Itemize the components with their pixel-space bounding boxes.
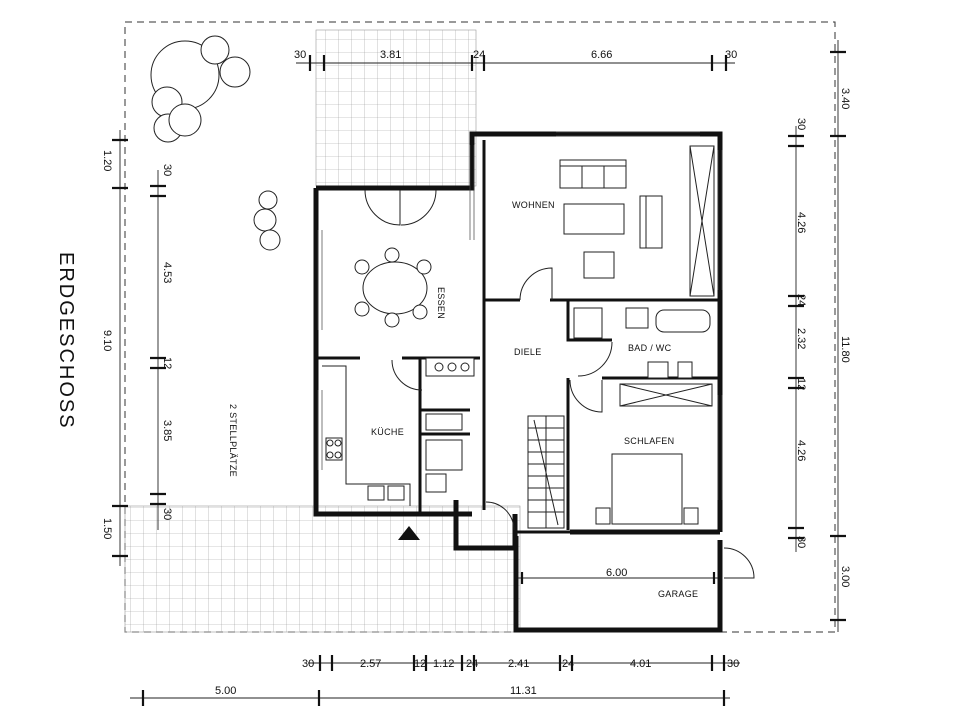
dim-label: 3.40 [839,88,851,109]
staircase [527,415,565,529]
dim-label: 3.81 [380,49,401,61]
room-label-garage: GARAGE [658,589,698,599]
dim-label: 6.00 [606,567,627,579]
bed-icon [595,453,699,525]
dim-label: 1.20 [101,150,113,171]
coffee-table-icon [563,203,625,235]
dim-label: 3.00 [839,566,851,587]
kitchen-counter [322,365,411,506]
dim-label: 1.50 [101,518,113,539]
dim-label: 2.57 [360,658,381,670]
shrub-icon [253,190,281,251]
wardrobe-icon [689,145,715,297]
dim-label: 6.66 [591,49,612,61]
plan-title: ERDGESCHOSS [55,252,77,430]
windows [317,131,723,500]
tree-icon [150,35,251,143]
property-boundary [124,21,836,633]
room-label-kueche: KÜCHE [371,427,404,437]
door-swings [391,267,755,579]
dining-table-icon [354,247,432,328]
bedroom-wardrobe-icon [619,383,713,407]
dim-label: 12 [414,658,426,670]
terrace-bottom [124,505,521,633]
dim-label: 30 [725,49,737,61]
dim-label: 11.31 [510,685,537,697]
dim-right-inner [788,126,804,552]
dim-left-outer [112,130,128,566]
dim-label: 4.26 [795,440,807,461]
armchair-icon [583,251,615,279]
terrace-doors [364,189,437,226]
dim-label: 11.80 [839,336,851,363]
entrance-arrow-icon [398,526,420,540]
dim-label: 4.01 [630,658,651,670]
dim-label: 9.10 [101,330,113,351]
room-label-stellplaetze: 2 STELLPLÄTZE [228,404,238,477]
dim-label: 30 [161,508,173,520]
room-label-schlafen: SCHLAFEN [624,436,674,446]
dim-label: 4.53 [161,262,173,283]
dim-label: 3.85 [161,420,173,441]
dim-label: 24 [562,658,574,670]
dim-label: 24 [466,658,478,670]
sofa-icon [559,159,663,249]
stove-icon [425,357,475,377]
room-label-essen: ESSEN [436,287,446,319]
dim-label: 12 [161,357,173,369]
dim-label: 30 [161,164,173,176]
room-label-diele: DIELE [514,347,542,357]
room-label-bad-wc: BAD / WC [628,343,672,353]
dim-label: 30 [302,658,314,670]
dim-garage [518,572,718,584]
shower-icon [425,413,463,493]
dim-label: 2.32 [795,328,807,349]
dim-label: 30 [727,658,739,670]
dim-left-inner [150,170,166,530]
dim-label: 30 [294,49,306,61]
dim-label: 4.26 [795,212,807,233]
dim-right-outer [830,40,846,632]
dim-top [296,55,735,71]
dim-label: 12 [795,378,807,390]
interior-walls [316,140,720,534]
dim-label: 30 [795,536,807,548]
dim-label: 1.12 [433,658,454,670]
dim-label: 30 [795,118,807,130]
dim-bottom-1 [308,655,740,671]
dim-label: 24 [795,294,807,306]
dim-bottom-2 [130,690,730,706]
room-label-wohnen: WOHNEN [512,200,555,210]
bathroom-fixtures [573,307,711,379]
dim-label: 2.41 [508,658,529,670]
dim-label: 24 [473,49,485,61]
dim-label: 5.00 [215,685,236,697]
